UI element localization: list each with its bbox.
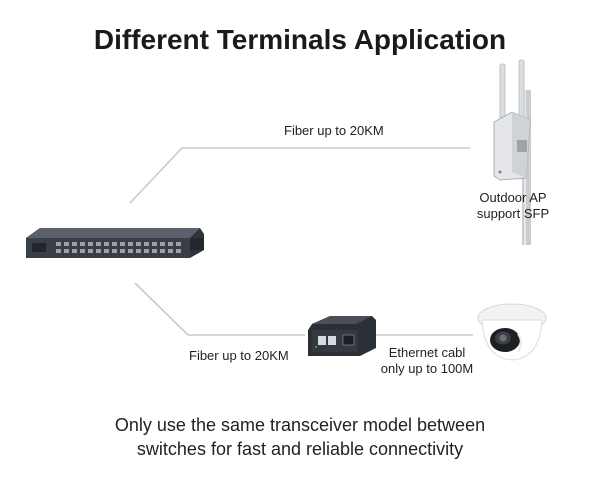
- footer-line2: switches for fast and reliable connectiv…: [136, 439, 464, 459]
- outdoor-ap-label-line1: Outdoor AP: [479, 190, 547, 205]
- footer-note: Only use the same transceiver model betw…: [0, 413, 600, 461]
- ethernet-label-line2: only up to 100M: [380, 361, 474, 376]
- page-title: Different Terminals Application: [93, 24, 507, 55]
- top-fiber-label: Fiber up to 20KM: [284, 123, 384, 138]
- top-fiber-line: [129, 147, 470, 204]
- network-switch-icon: [26, 228, 204, 258]
- outdoor-ap-label-line2: support SFP: [476, 206, 550, 221]
- bottom-fiber-label: Fiber up to 20KM: [189, 348, 289, 363]
- connection-lines: [129, 147, 473, 336]
- outdoor-ap-label: Outdoor AP support SFP: [468, 190, 558, 222]
- bottom-fiber-line: [134, 282, 305, 336]
- dome-camera-icon: [477, 303, 547, 361]
- footer-line1: Only use the same transceiver model betw…: [114, 415, 486, 435]
- outdoor-ap-icon: [493, 59, 531, 245]
- ethernet-label: Ethernet cabl only up to 100M: [372, 345, 482, 377]
- ethernet-label-line1: Ethernet cabl: [388, 345, 466, 360]
- media-converter-icon: [308, 316, 376, 356]
